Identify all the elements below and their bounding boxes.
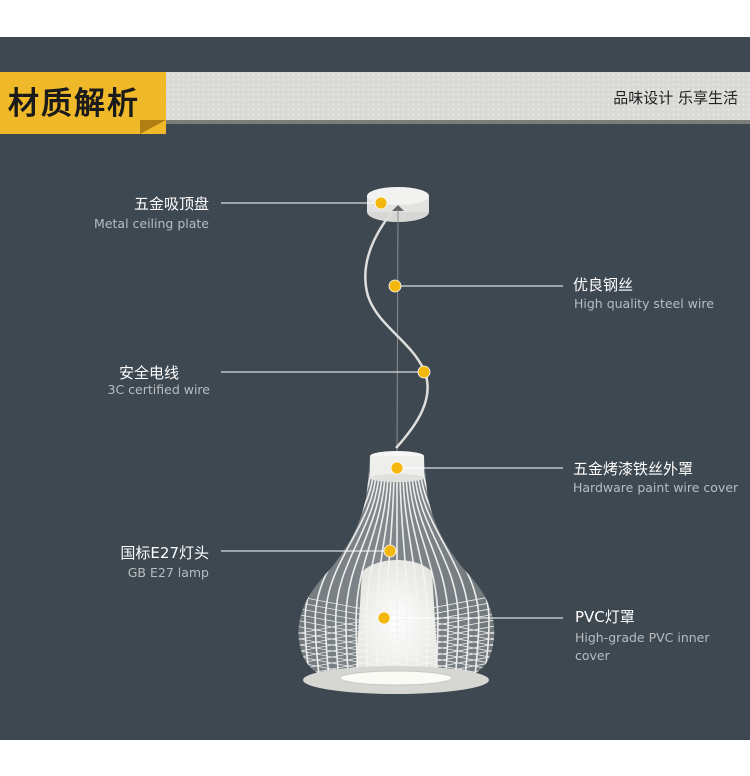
marker-steel-wire: [388, 279, 402, 293]
label-wire-cover: 五金烤漆铁丝外罩: [573, 460, 694, 478]
slogan: 品味设计 乐享生活: [613, 89, 738, 107]
label-lamp-holder: 国标E27灯头: [120, 544, 209, 562]
label-wire-en: 3C certified wire: [107, 382, 210, 397]
top-margin: [0, 0, 750, 37]
label-ceiling-plate-en: Metal ceiling plate: [94, 216, 209, 231]
label-ceiling-plate: 五金吸顶盘: [133, 195, 209, 213]
label-pvc-cover: PVC灯罩: [575, 608, 635, 626]
label-steel-wire-en: High quality steel wire: [574, 296, 714, 311]
marker-ceiling-plate: [374, 196, 388, 210]
marker-lamp-holder: [383, 544, 397, 558]
label-pvc-cover-en-2: cover: [575, 648, 610, 663]
label-pvc-cover-en: High-grade PVC inner: [575, 630, 710, 645]
marker-wire: [417, 365, 431, 379]
title-tab-fold: [140, 120, 166, 134]
marker-wire-cover: [390, 461, 404, 475]
leader-lines: [221, 202, 563, 619]
label-steel-wire: 优良钢丝: [573, 276, 634, 294]
title-tab: [0, 72, 166, 134]
section-title: 材质解析: [8, 86, 140, 122]
label-lamp-holder-en: GB E27 lamp: [127, 565, 209, 580]
marker-pvc-cover: [377, 611, 391, 625]
header-band-light: [166, 72, 750, 120]
label-wire: 安全电线: [118, 364, 179, 382]
bottom-margin: [0, 740, 750, 776]
label-wire-cover-en: Hardware paint wire cover: [573, 480, 739, 495]
